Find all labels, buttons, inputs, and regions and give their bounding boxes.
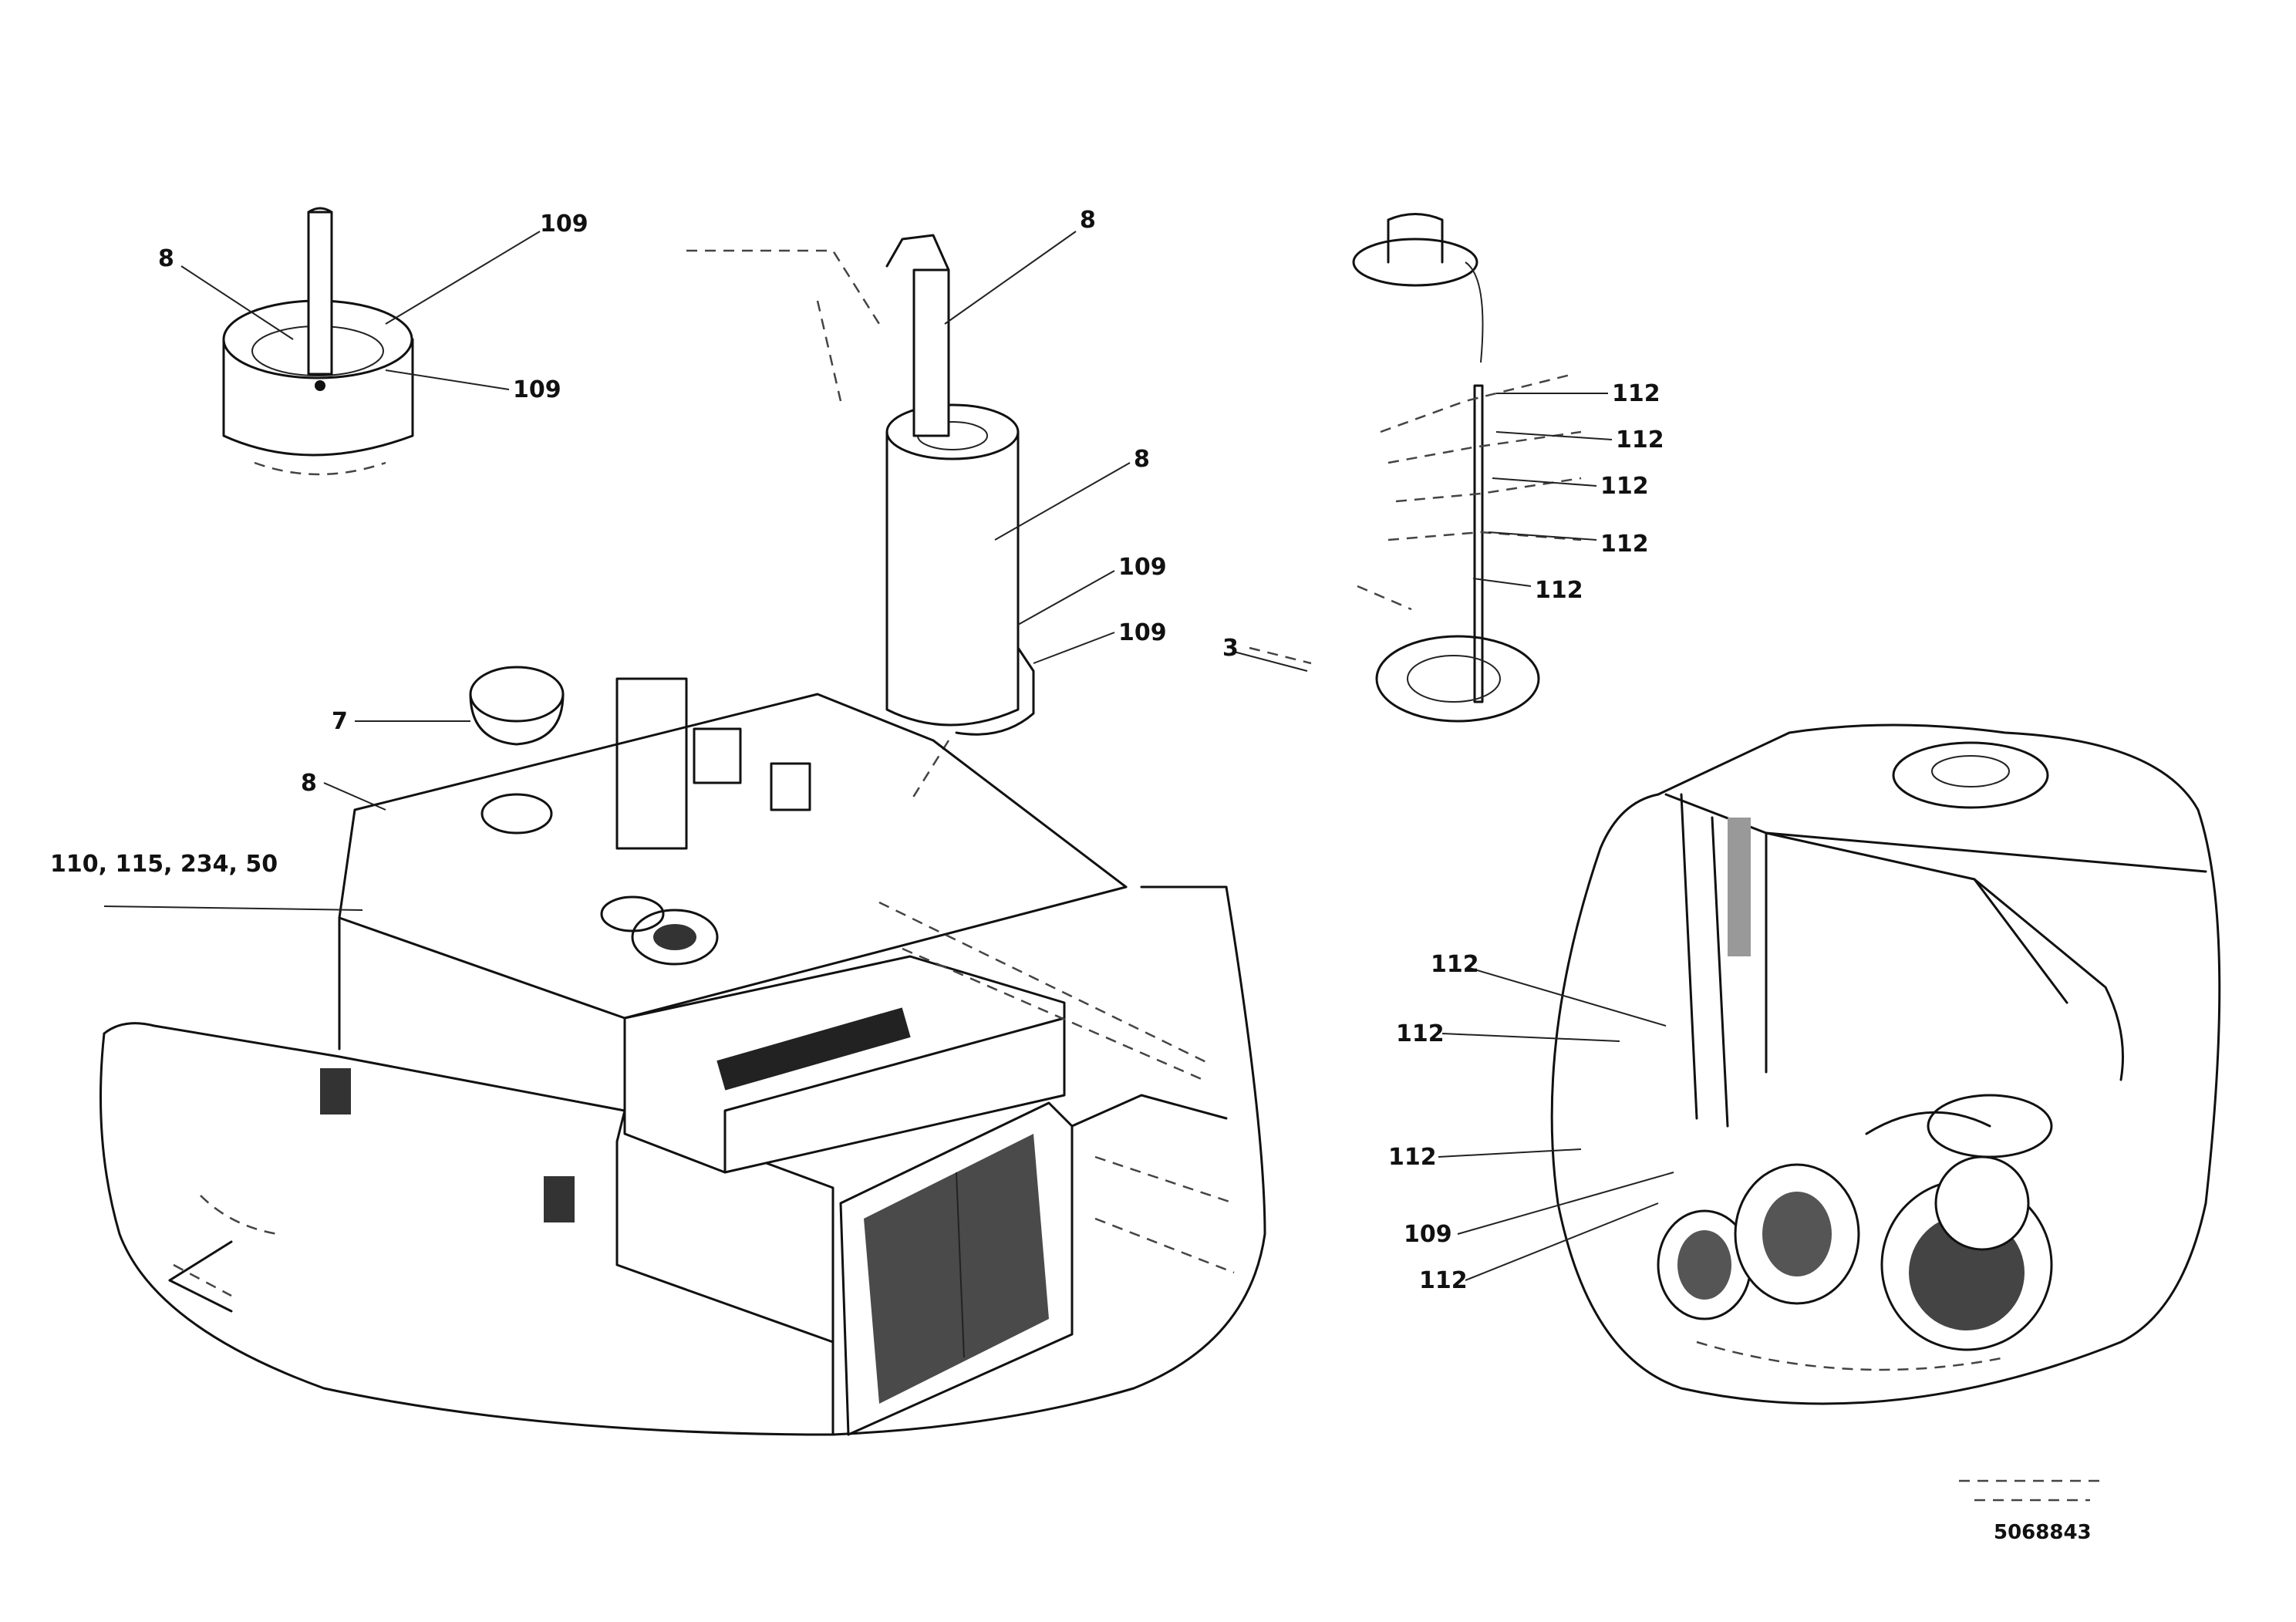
- callout-18: 112: [1388, 1144, 1437, 1171]
- detail-exhaust-stack: [686, 234, 1035, 803]
- callout-10: 112: [1600, 473, 1649, 500]
- callout-11: 112: [1600, 531, 1649, 558]
- footer-reference: 5068843: [1959, 1479, 2106, 1544]
- detail-exhaust-cap: [222, 207, 414, 476]
- callout-13: 7: [332, 708, 348, 735]
- leader-lines: [103, 231, 1674, 1281]
- callout-8: 112: [1612, 380, 1660, 407]
- callout-1: 109: [540, 211, 588, 238]
- callout-17: 112: [1396, 1020, 1445, 1047]
- callout-12: 112: [1535, 577, 1583, 604]
- callout-16: 112: [1431, 951, 1479, 978]
- callout-2: 109: [513, 376, 561, 403]
- callout-4: 8: [1134, 446, 1150, 473]
- callout-19: 109: [1404, 1221, 1452, 1248]
- detail-main-assembly: [99, 666, 1266, 1436]
- detail-tank-interior: [1550, 723, 2221, 1405]
- footer-drawing-code: 5068843: [1994, 1521, 2092, 1544]
- callout-5: 109: [1118, 554, 1167, 581]
- callout-labels: 8 109 109 8 8 109 109 3 112 112 112 112 …: [50, 207, 1664, 1294]
- callout-0: 8: [158, 245, 174, 272]
- callout-6: 109: [1118, 619, 1167, 646]
- callout-3: 8: [1080, 207, 1096, 234]
- callout-7: 3: [1222, 635, 1239, 662]
- callout-14: 8: [301, 770, 317, 797]
- callout-20: 112: [1419, 1267, 1468, 1294]
- callout-9: 112: [1616, 427, 1664, 454]
- callout-15: 110, 115, 234, 50: [50, 851, 278, 878]
- detail-filler-neck: [1249, 213, 1582, 723]
